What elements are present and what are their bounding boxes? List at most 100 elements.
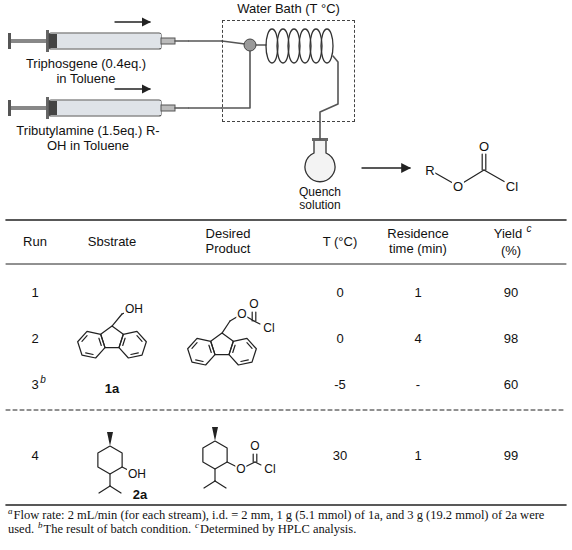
- aromatic-bond: [192, 343, 197, 349]
- coil-loop: [299, 29, 311, 63]
- table-rule: [6, 264, 566, 265]
- coil-loop: [266, 29, 278, 63]
- atom-label: Cl: [263, 463, 276, 476]
- bond: [214, 469, 215, 481]
- tube: [222, 41, 245, 44]
- flask: [305, 140, 335, 182]
- atom-label: O: [249, 440, 260, 453]
- table-cell: 0: [336, 285, 343, 300]
- plunger-thumb: [8, 100, 11, 116]
- bond: [99, 486, 110, 493]
- benzene-ring: [78, 331, 105, 358]
- plunger-thumb: [8, 33, 11, 49]
- atom-label: R: [424, 164, 435, 177]
- footnote-text: Determined by HPLC analysis.: [200, 522, 356, 536]
- bond: [253, 454, 254, 462]
- atom-label: Cl: [262, 322, 275, 335]
- node-heading: Water Bath (T °C): [223, 1, 354, 16]
- coil-loop: [321, 29, 333, 63]
- benzene-ring: [229, 338, 256, 365]
- table-cell: Residence time (min): [378, 226, 458, 256]
- bond: [109, 474, 110, 486]
- fluorene-structure: [188, 312, 260, 365]
- plunger-rod: [11, 39, 47, 43]
- liquid: [57, 34, 161, 48]
- plunger-seal: [49, 34, 57, 48]
- aromatic-bond: [196, 360, 203, 362]
- table-cell: Sbstrate: [88, 234, 136, 249]
- table-cell: Run: [23, 234, 47, 249]
- aromatic-bond: [82, 336, 87, 342]
- table-cell: b: [40, 372, 46, 387]
- table-cell: Desired Product: [193, 226, 263, 256]
- table-cell: T (°C): [323, 234, 358, 249]
- plunger-seal: [49, 101, 57, 115]
- atom-label: O: [236, 308, 247, 321]
- table-cell: 60: [504, 377, 518, 392]
- menthyl-structure: [203, 427, 261, 488]
- table-cell: (%): [501, 243, 521, 258]
- footnote-mark: a: [8, 506, 13, 516]
- tube-connector: [319, 122, 321, 140]
- table-cell: 98: [504, 331, 518, 346]
- tube-connector: [188, 107, 222, 109]
- wedge-bond: [107, 432, 113, 446]
- coil-loop: [310, 29, 322, 63]
- table-cell: Yield: [494, 226, 522, 241]
- syringe-feed: Triphosgene (0.4eq.) in Toluene: [8, 30, 188, 86]
- table-cell: 3: [31, 377, 38, 392]
- footnote-mark: c: [195, 520, 199, 530]
- table-cell: 1: [414, 448, 421, 463]
- bond: [246, 462, 255, 466]
- tube-connector: [188, 40, 222, 42]
- table-cell: 90: [504, 285, 518, 300]
- table-cell: 2: [31, 331, 38, 346]
- table-cell: -5: [334, 377, 346, 392]
- benzene-ring: [119, 331, 146, 358]
- tube: [320, 56, 338, 122]
- aromatic-bond: [86, 353, 93, 355]
- table-cell: c: [527, 221, 532, 236]
- barrel: [49, 33, 161, 49]
- drawing: [6, 22, 566, 505]
- cyclohexane-ring: [98, 446, 122, 474]
- push-arrow: [115, 88, 150, 89]
- benzene-ring: [188, 338, 215, 365]
- compound-number: 2a: [133, 487, 147, 502]
- mixer: [244, 39, 256, 51]
- compound-number: 1a: [105, 381, 119, 396]
- bond: [247, 317, 254, 321]
- push-arrow: [115, 21, 150, 22]
- product-structure: [435, 154, 504, 183]
- atom-label: O: [248, 298, 259, 311]
- aromatic-bond: [247, 343, 252, 349]
- bond: [222, 321, 230, 333]
- table-cell: 4: [414, 331, 421, 346]
- tube: [175, 107, 188, 109]
- syringe-feed: Tributylamine (1.5eq.) R-OH in Toluene: [8, 97, 188, 153]
- atom-label: O: [478, 140, 490, 153]
- node-label: Triphosgene (0.4eq.) in Toluene: [20, 56, 152, 86]
- syringe: [8, 30, 188, 52]
- tube: [256, 44, 266, 46]
- aromatic-bond: [131, 353, 138, 355]
- tube: [175, 40, 188, 42]
- syringe-tip: [161, 38, 175, 44]
- reaction-arrow: [362, 167, 410, 168]
- bond: [255, 462, 261, 465]
- bond: [482, 154, 483, 170]
- node-label: Quench solution: [290, 186, 350, 212]
- table-cell: 30: [333, 448, 347, 463]
- aromatic-bond: [209, 345, 211, 352]
- coil-loop: [288, 29, 300, 63]
- wedge-bond: [212, 427, 218, 441]
- table-rule: [6, 410, 566, 411]
- atom-label: O: [452, 180, 464, 193]
- table-cell: 1: [414, 285, 421, 300]
- aromatic-bond: [233, 345, 235, 352]
- atom-label: OH: [127, 468, 147, 481]
- aromatic-bond: [241, 360, 248, 362]
- bond: [255, 312, 256, 321]
